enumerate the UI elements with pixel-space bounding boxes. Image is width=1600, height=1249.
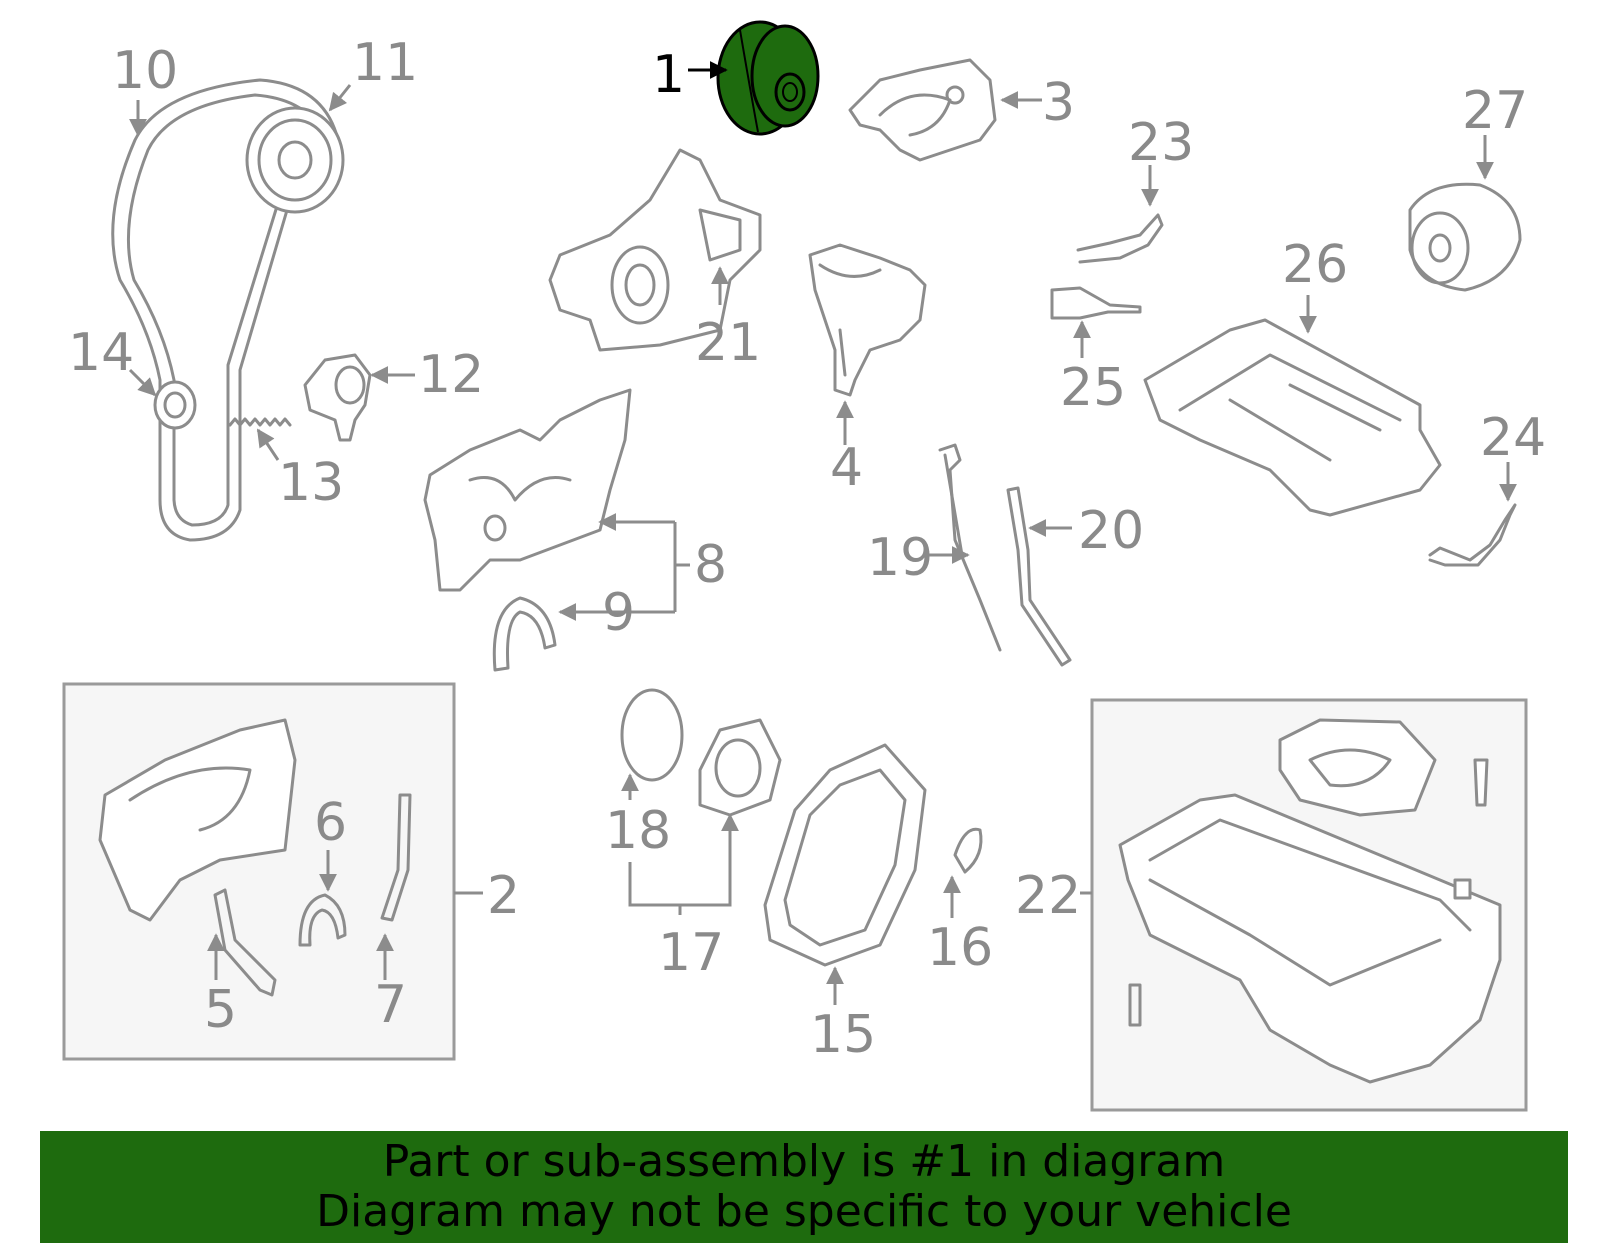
callout-14: 14 [68,323,134,383]
part-27-oil-filter[interactable] [1408,182,1522,292]
callout-27: 27 [1462,81,1528,141]
part-9-seal[interactable] [492,596,557,672]
callout-9: 9 [602,583,635,643]
callout-6: 6 [314,793,347,853]
part-26-oil-pan[interactable] [1143,318,1442,517]
callout-25: 25 [1060,358,1126,418]
callout-7: 7 [374,975,407,1035]
part-16-gasket[interactable] [953,827,983,874]
part-17-seal-retainer[interactable] [698,718,782,817]
part-15-gasket[interactable] [763,743,927,967]
part-19-dipstick[interactable] [938,443,1002,652]
part-21-oil-pump[interactable] [548,148,762,352]
part-1-pulley[interactable] [716,20,820,136]
callout-10: 10 [112,41,178,101]
part-25-oil-pipe[interactable] [1050,286,1142,320]
part-14-idler-pulley[interactable] [153,380,197,430]
callout-11: 11 [352,33,418,93]
part-4-middle-cover[interactable] [808,243,927,397]
banner-line-1: Part or sub-assembly is #1 in diagram [382,1136,1226,1187]
part-3-upper-cover[interactable] [848,58,997,162]
part-7-gasket[interactable] [380,793,412,922]
part-13-spring[interactable] [228,417,292,427]
part-22-oil-pan-assembly[interactable] [1118,718,1502,1084]
callout-21: 21 [695,313,761,373]
callout-16: 16 [927,918,993,978]
callout-19: 19 [867,528,933,588]
callout-20: 20 [1078,501,1144,561]
callout-22: 22 [1015,866,1081,926]
banner-background [40,1131,1568,1243]
callout-4: 4 [830,438,863,498]
part-5-guide[interactable] [213,888,277,997]
callout-13: 13 [278,453,344,513]
part-20-dipstick-tube[interactable] [1006,486,1072,667]
part-24-bracket[interactable] [1428,503,1517,567]
callout-12: 12 [418,345,484,405]
part-2-timing-cover-set[interactable] [98,718,297,922]
part-10-timing-belt[interactable] [111,78,342,542]
callout-18: 18 [605,801,671,861]
callout-8: 8 [694,535,727,595]
callout-3: 3 [1042,73,1075,133]
part-8-lower-cover[interactable] [423,388,632,592]
callout-26: 26 [1282,235,1348,295]
callout-15: 15 [810,1005,876,1065]
part-12-tensioner[interactable] [303,353,372,442]
part-11-camshaft-sprocket[interactable] [245,106,345,214]
callout-23: 23 [1128,113,1194,173]
callout-17: 17 [658,923,724,983]
callout-1: 1 [652,45,685,105]
callout-2: 2 [487,866,520,926]
callout-24: 24 [1480,408,1546,468]
part-6-seal[interactable] [298,893,347,947]
part-23-bracket[interactable] [1076,213,1164,264]
info-banner: Part or sub-assembly is #1 in diagram Di… [40,1131,1568,1243]
part-18-o-ring[interactable] [620,688,684,782]
callout-5: 5 [204,980,237,1040]
banner-line-2: Diagram may not be specific to your vehi… [316,1186,1292,1237]
